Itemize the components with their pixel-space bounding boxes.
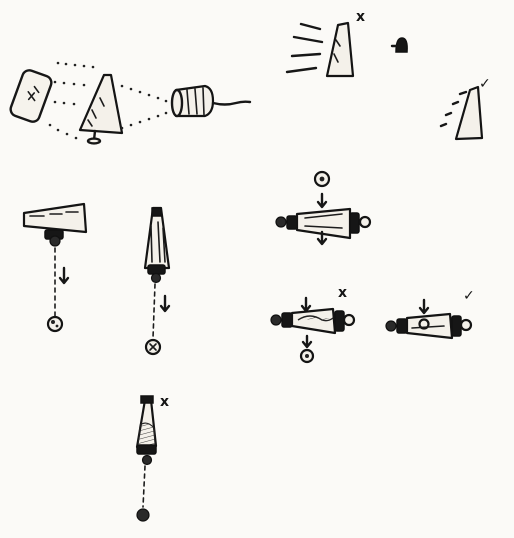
horizontal-cone-hanging — [22, 202, 88, 333]
wrong-mark-3: x — [338, 285, 347, 301]
right-mark-2: ✓ — [463, 288, 475, 304]
cone-speed-lines: x — [285, 9, 365, 78]
wrong-mark: x — [356, 9, 365, 25]
vertical-cone-hanging — [143, 206, 171, 356]
dotted-rays-left — [48, 61, 95, 140]
vertical-cone-wrong: x — [135, 394, 169, 522]
phone-icon — [9, 69, 53, 123]
horizontal-cone-correct: ✓ — [385, 288, 475, 340]
standing-cone — [78, 73, 124, 145]
wrong-mark-2: x — [160, 394, 169, 410]
lamp-icon — [170, 84, 252, 118]
small-dome-icon — [390, 37, 408, 53]
cone-correct-small: ✓ — [439, 76, 491, 141]
phone-projection-scene — [9, 61, 252, 145]
right-mark-1: ✓ — [479, 76, 491, 92]
dotted-rays-right — [120, 84, 168, 130]
horizontal-cone-wrong: x — [270, 285, 356, 364]
horizontal-cone-ball-above — [275, 170, 372, 246]
